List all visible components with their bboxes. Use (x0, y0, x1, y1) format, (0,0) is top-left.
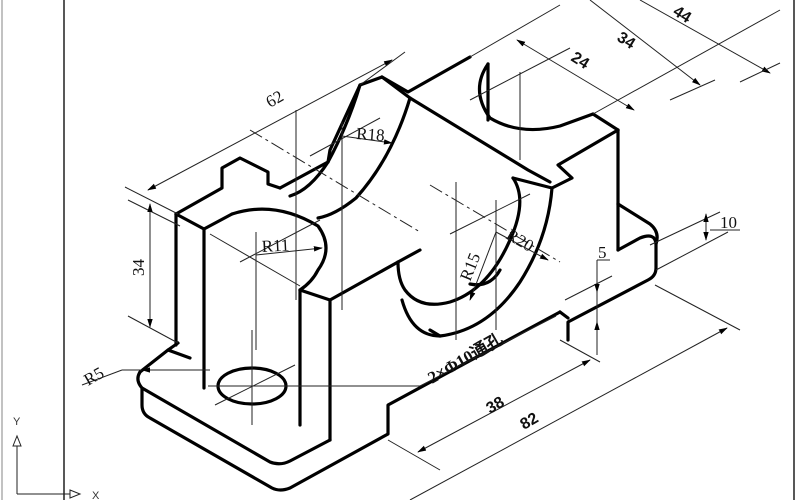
dim-34-slot: 34 (614, 29, 638, 53)
dim-34-height: 34 (129, 259, 148, 277)
dim-44: 44 (670, 3, 694, 27)
dim-r5: R5 (81, 363, 108, 389)
dim-62: 62 (263, 87, 287, 112)
dim-10: 10 (720, 213, 737, 232)
dim-r11: R11 (261, 236, 290, 256)
base-hole-left (208, 330, 300, 425)
dim-82: 82 (518, 410, 542, 434)
dim-r18: R18 (356, 124, 386, 145)
ucs-x-label: X (92, 490, 100, 500)
ucs-axis-icon: Y X (12, 416, 100, 500)
dim-24: 24 (568, 49, 592, 73)
dim-5: 5 (598, 243, 607, 262)
part-outline (136, 55, 659, 492)
dim-r15: R15 (456, 250, 484, 283)
dimension-lines (81, 0, 781, 500)
ucs-y-label: Y (13, 416, 21, 428)
dim-38: 38 (484, 394, 508, 418)
hole-note: 2×Φ10通孔 (425, 329, 507, 387)
